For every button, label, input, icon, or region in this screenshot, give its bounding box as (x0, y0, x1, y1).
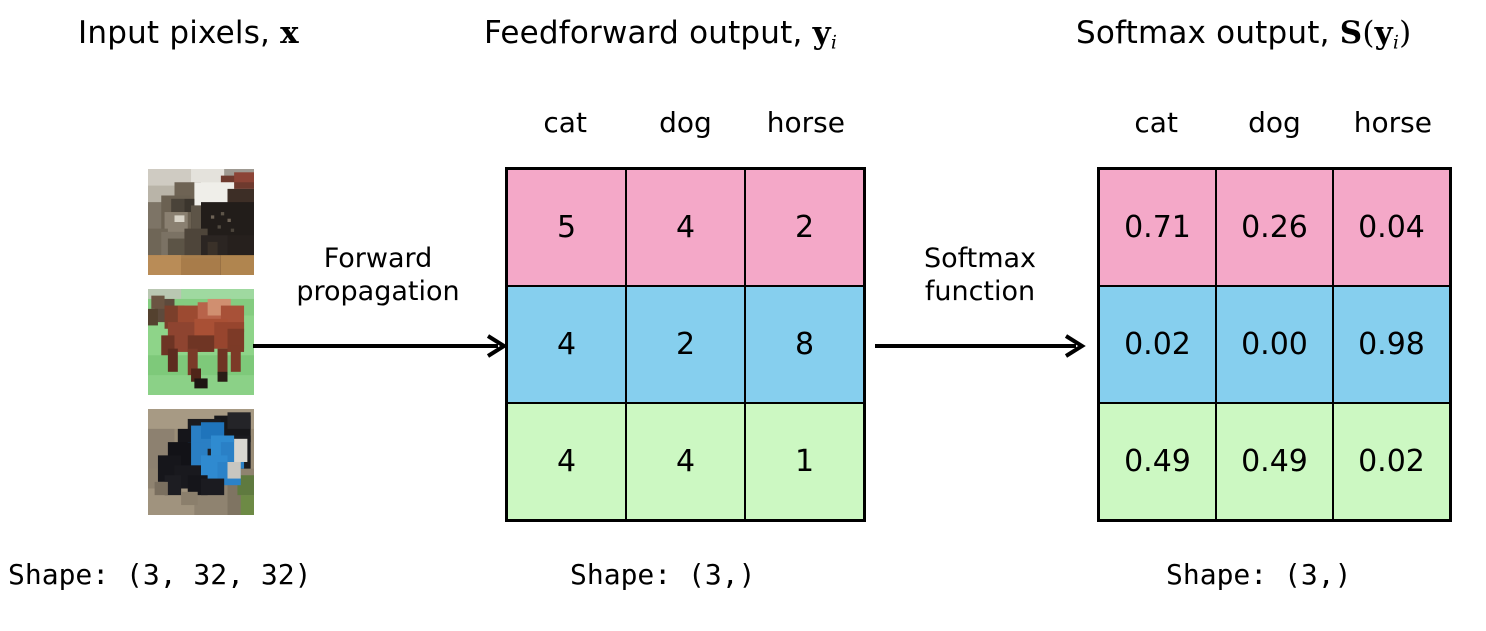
table-cell: 0.26 (1217, 170, 1332, 285)
input-column-title: Input pixels, x (78, 18, 299, 49)
dog-thumbnail (148, 409, 254, 515)
forward-propagation-label: Forward propagation (248, 243, 508, 309)
table-cell: 4 (627, 404, 744, 519)
input-title-symbol: x (280, 15, 299, 51)
feedforward-title-symbol: y (812, 15, 831, 51)
table-cell: 0.00 (1217, 287, 1332, 402)
table-cell: 4 (508, 287, 625, 402)
cat-thumbnail-image (148, 169, 254, 275)
feedforward-header-dog: dog (659, 106, 712, 139)
table-cell: 0.98 (1334, 287, 1449, 402)
forward-propagation-arrow (253, 334, 508, 358)
table-cell: 0.49 (1100, 404, 1215, 519)
softmax-header-cat: cat (1134, 106, 1178, 139)
softmax-function-label: Softmax function (880, 243, 1080, 309)
softmax-column-title: Softmax output, S(yi) (1076, 18, 1411, 53)
horse-thumbnail (148, 289, 254, 395)
softmax-function-line1: Softmax (923, 243, 1037, 274)
softmax-output-table: 0.71 0.26 0.04 0.02 0.00 0.98 0.49 0.49 … (1097, 167, 1452, 522)
feedforward-title-text: Feedforward output, (484, 15, 813, 51)
softmax-shape-caption: Shape: (3,) (1166, 558, 1352, 591)
feedforward-column-headers: cat dog horse (505, 106, 866, 139)
table-cell: 0.02 (1100, 287, 1215, 402)
table-cell: 4 (627, 170, 744, 285)
softmax-header-horse: horse (1353, 106, 1432, 139)
table-cell: 0.71 (1100, 170, 1215, 285)
softmax-title-text: Softmax output, (1076, 15, 1340, 51)
input-shape-caption: Shape: (3, 32, 32) (8, 558, 312, 591)
softmax-title-symbol-y: y (1374, 15, 1393, 51)
horse-thumbnail-image (148, 289, 254, 395)
softmax-column-headers: cat dog horse (1097, 106, 1452, 139)
table-cell: 0.49 (1217, 404, 1332, 519)
table-cell: 4 (508, 404, 625, 519)
forward-propagation-line1: Forward (323, 243, 433, 274)
table-cell: 8 (746, 287, 863, 402)
feedforward-title-subscript: i (830, 31, 838, 54)
table-cell: 5 (508, 170, 625, 285)
feedforward-output-table: 5 4 2 4 2 8 4 4 1 (505, 167, 866, 522)
table-cell: 0.02 (1334, 404, 1449, 519)
softmax-header-dog: dog (1248, 106, 1301, 139)
cat-thumbnail (148, 169, 254, 275)
softmax-title-close-paren: ) (1399, 15, 1412, 51)
input-title-text: Input pixels, (78, 15, 281, 51)
softmax-title-open-paren: ( (1362, 15, 1375, 51)
feedforward-header-cat: cat (543, 106, 587, 139)
softmax-function-line2: function (924, 275, 1036, 307)
softmax-title-symbol-s: S (1339, 15, 1363, 51)
forward-propagation-line2: propagation (296, 275, 460, 307)
table-cell: 2 (627, 287, 744, 402)
dog-thumbnail-image (148, 409, 254, 515)
feedforward-shape-caption: Shape: (3,) (570, 558, 756, 591)
table-cell: 2 (746, 170, 863, 285)
table-cell: 1 (746, 404, 863, 519)
table-cell: 0.04 (1334, 170, 1449, 285)
feedforward-header-horse: horse (766, 106, 845, 139)
softmax-function-arrow (875, 334, 1086, 358)
softmax-title-subscript: i (1392, 31, 1400, 54)
feedforward-column-title: Feedforward output, yi (484, 18, 837, 53)
